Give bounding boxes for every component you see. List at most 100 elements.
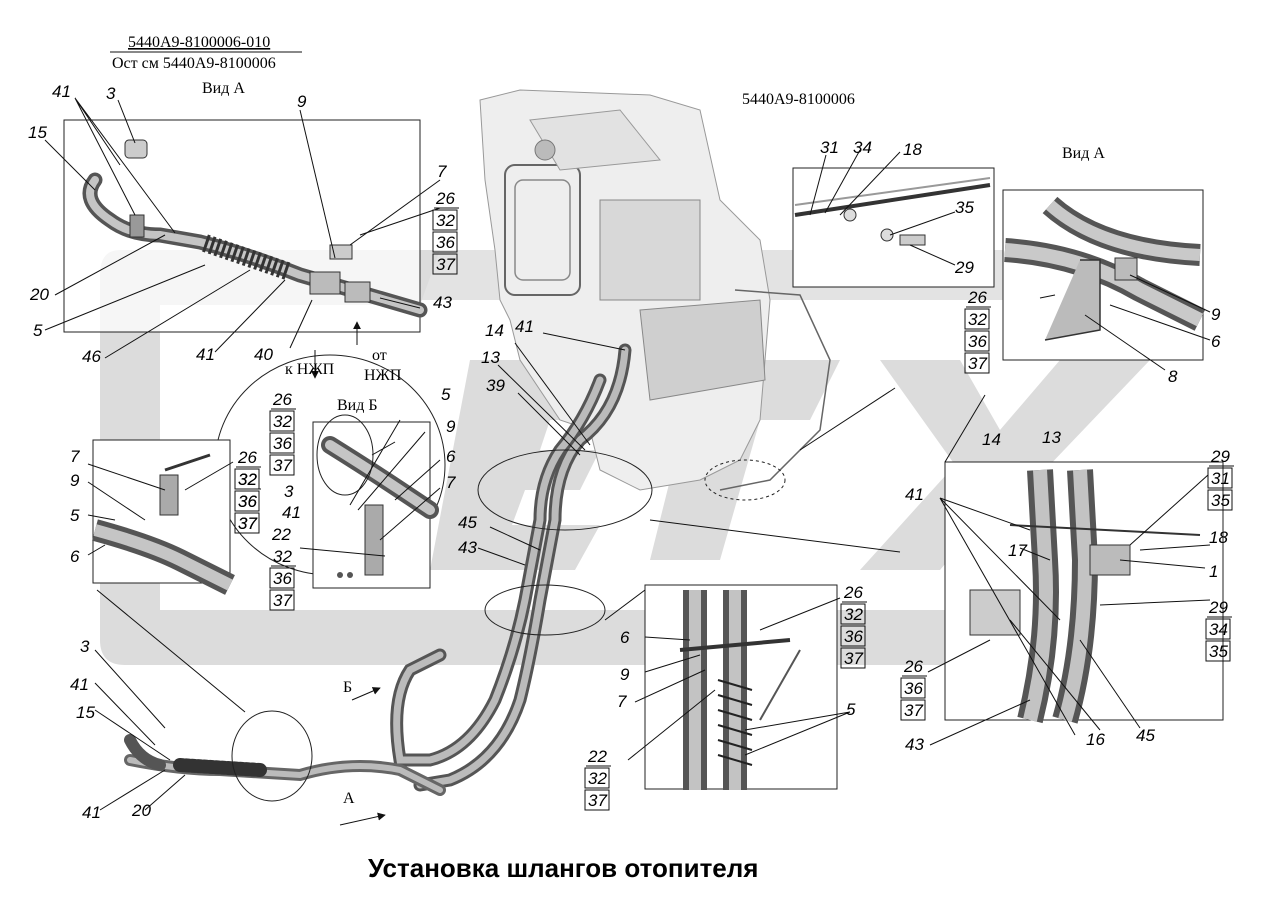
callout: 41 — [52, 82, 71, 101]
stack-callout-s_bottom_center_right-2: 36 — [844, 627, 863, 646]
stack-box — [269, 410, 295, 432]
stack-box — [900, 677, 926, 699]
callout: 29 — [954, 258, 974, 277]
from-label-1: от — [372, 347, 387, 364]
stack-callout-s_right_bottom-0: 26 — [903, 657, 923, 676]
callout: 22 — [271, 525, 291, 544]
stack-box — [964, 308, 990, 330]
callout: 43 — [905, 735, 924, 754]
main-hoses — [124, 343, 632, 796]
stack-box — [1207, 467, 1233, 489]
detail-view-a-right — [1002, 189, 1206, 361]
stack-box — [1205, 640, 1231, 662]
to-njp-label: к НЖП — [285, 361, 335, 378]
stack-callout-s_viewb_right-0: 32 — [238, 470, 257, 489]
stack-box — [269, 589, 295, 611]
detail-view-b — [214, 354, 446, 589]
stack-callout-s_left_panel-2: 36 — [238, 492, 257, 511]
callout: 18 — [1209, 528, 1228, 547]
callout: 15 — [76, 703, 95, 722]
stack-callout-s_viewb_bottom-2: 37 — [273, 591, 292, 610]
stack-box — [269, 432, 295, 454]
callout: 35 — [955, 198, 974, 217]
stack-box — [964, 352, 990, 374]
stack-callout-s_right_mid-2: 35 — [1209, 642, 1228, 661]
callout: 41 — [70, 675, 89, 694]
callout: 7 — [617, 692, 627, 711]
stack-callout-s_viewa_right-2: 36 — [968, 332, 987, 351]
from-label-2: НЖП — [364, 367, 402, 384]
stack-callout-s_left_panel-3: 37 — [238, 514, 257, 533]
drawing-code-main: 5440А9-8100006 — [742, 91, 855, 108]
stack-box — [840, 625, 866, 647]
stack-box — [432, 253, 458, 275]
callout: 7 — [70, 447, 80, 466]
detail-fastener-box — [792, 167, 995, 288]
stack-callout-s_viewa_left-1: 32 — [436, 211, 455, 230]
callout: 43 — [433, 293, 452, 312]
callout: 3 — [80, 637, 90, 656]
stack-box — [432, 209, 458, 231]
callout: 18 — [903, 140, 922, 159]
callout: 14 — [982, 430, 1001, 449]
callout: 5 — [33, 321, 43, 340]
callout: 20 — [131, 801, 151, 820]
callout: 7 — [437, 162, 447, 181]
stack-box — [584, 767, 610, 789]
stack-callout-s_right_top-2: 35 — [1211, 491, 1230, 510]
callout-numbers: 41 3 15 9 7 20 5 46 41 40 43 7 9 5 6 3 4… — [28, 82, 1228, 822]
stack-box — [432, 231, 458, 253]
callout: 41 — [82, 803, 101, 822]
callout: 41 — [196, 345, 215, 364]
callout: 16 — [1086, 730, 1105, 749]
detail-right-large — [944, 461, 1224, 724]
stack-box — [234, 512, 260, 534]
callout: 6 — [70, 547, 80, 566]
arrow-a-label: А — [343, 790, 355, 807]
callout: 40 — [254, 345, 273, 364]
stack-callout-s_right_mid-1: 34 — [1209, 620, 1228, 639]
stack-callout-s_viewa_right-0: 26 — [967, 288, 987, 307]
view-b-label: Вид Б — [337, 397, 378, 414]
callout: 31 — [820, 138, 839, 157]
stack-box — [1207, 489, 1233, 511]
view-a-right-label: Вид А — [1062, 145, 1105, 162]
stack-box — [269, 454, 295, 476]
stack-callout-s_right_top-1: 31 — [1211, 469, 1230, 488]
callout: 9 — [1211, 305, 1221, 324]
stack-callout-s_left_panel-1: 32 — [238, 470, 257, 489]
callout: 46 — [82, 347, 101, 366]
detail-view-a-left — [63, 119, 428, 333]
callout: 8 — [1168, 367, 1178, 386]
stack-box — [584, 789, 610, 811]
stack-callout-s_left_panel-0: 26 — [237, 448, 257, 467]
highlight-circles — [231, 414, 786, 802]
stack-callout-s_viewb_right-2: 37 — [238, 514, 257, 533]
callout: 9 — [297, 92, 307, 111]
diagram-title: Установка шлангов отопителя — [368, 853, 758, 883]
view-a-left-label: Вид А — [202, 80, 245, 97]
callout: 39 — [486, 376, 505, 395]
callout: 15 — [28, 123, 47, 142]
callout: 9 — [620, 665, 630, 684]
stack-callout-s_bottom_center_right-1: 32 — [844, 605, 863, 624]
stack-callout-s_right_mid-0: 29 — [1208, 598, 1228, 617]
callout: 13 — [481, 348, 500, 367]
stack-callout-s_bottom_center_left-1: 32 — [588, 769, 607, 788]
stack-callout-s_viewb_bottom-0: 32 — [273, 547, 292, 566]
heater-housing — [479, 89, 831, 491]
callout: 9 — [446, 417, 456, 436]
stack-callout-s_viewa_right-1: 32 — [968, 310, 987, 329]
stack-box — [1205, 618, 1231, 640]
stack-callout-s_viewa_left-2: 36 — [436, 233, 455, 252]
stack-callout-s_viewa_left-0: 26 — [435, 189, 455, 208]
header-texts: 5440А9-8100006-010 Ост см 5440А9-8100006… — [110, 34, 1105, 883]
stack-callout-s_viewb_top-1: 32 — [273, 412, 292, 431]
stack-box — [964, 330, 990, 352]
callout: 45 — [458, 513, 477, 532]
callout: 7 — [446, 473, 456, 492]
stack-callout-s_right_bottom-1: 36 — [904, 679, 923, 698]
callout: 41 — [515, 317, 534, 336]
callout: 1 — [1209, 562, 1218, 581]
